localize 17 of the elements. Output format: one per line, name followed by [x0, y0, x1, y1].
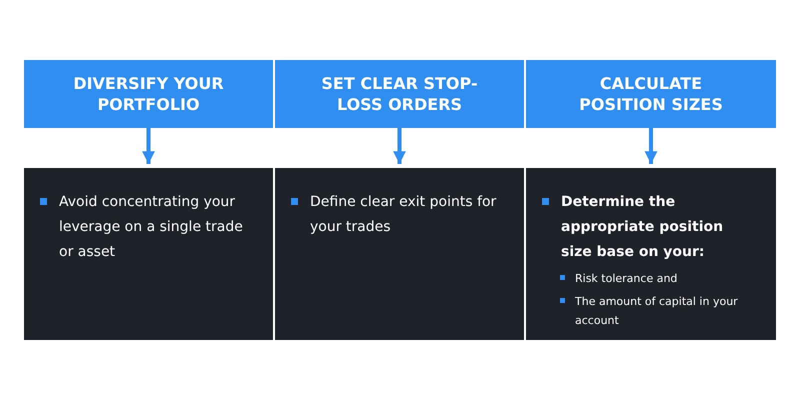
content-box	[24, 168, 273, 340]
header-box	[24, 60, 273, 128]
header-title: SET CLEAR STOP-LOSS ORDERS	[320, 73, 479, 115]
bullet-text: The amount of capital in your account	[575, 294, 739, 329]
bullet-text: Avoid concentrating your leverage on a single trade or asset	[59, 193, 244, 262]
header-title: DIVERSIFY YOUR PORTFOLIO	[72, 73, 225, 115]
bullet-text: Risk tolerance and	[575, 271, 678, 287]
bullet-text: Define clear exit points for your trades	[310, 193, 498, 237]
header-title: CALCULATE POSITION SIZES	[578, 73, 724, 115]
header-box	[275, 60, 524, 128]
content-box	[275, 168, 524, 340]
arrow	[644, 128, 658, 164]
arrow	[393, 128, 406, 164]
content-box	[526, 168, 776, 340]
arrow	[142, 128, 155, 164]
bullet-text: Determine the appropriate position size base on your:	[561, 193, 724, 262]
header-box	[526, 60, 776, 128]
